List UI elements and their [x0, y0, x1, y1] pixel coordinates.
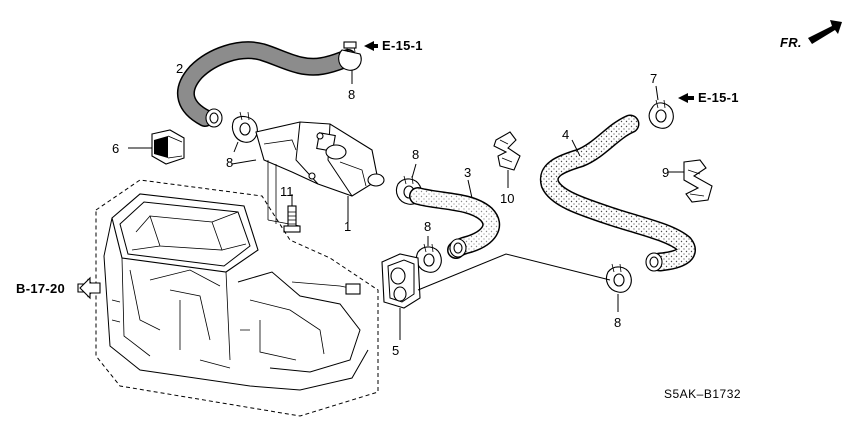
hose-3	[409, 179, 501, 259]
callout-8-hose3: 8	[412, 147, 420, 162]
part-6	[128, 129, 185, 165]
hose-2	[177, 41, 357, 128]
callout-11: 11	[280, 184, 294, 199]
callout-10: 10	[500, 191, 515, 206]
part-10-clip	[493, 131, 521, 188]
part-9-clip	[668, 159, 713, 203]
front-label: FR.	[780, 35, 802, 50]
callout-2: 2	[176, 61, 184, 76]
e15-arrow-top	[364, 41, 378, 51]
callout-3: 3	[464, 165, 472, 180]
callout-8-valve: 8	[226, 155, 234, 170]
callout-8-bottom-right: 8	[614, 315, 622, 330]
bolt-11	[283, 194, 301, 233]
reference-arrow-icon	[77, 276, 101, 300]
callout-7: 7	[650, 71, 658, 86]
heater-valve-1	[231, 121, 385, 227]
e15-arrow-right	[678, 93, 694, 103]
ref-b17: B-17-20	[16, 281, 66, 296]
ref-e15-top: E-15-1	[382, 38, 423, 53]
clamp-8-bottom-right	[605, 263, 632, 312]
callout-5: 5	[392, 343, 400, 358]
heater-unit	[95, 179, 379, 417]
callout-4: 4	[562, 127, 570, 142]
clamp-8-valve	[231, 111, 258, 153]
clamp-7	[648, 85, 674, 129]
clamp-8-lower	[415, 236, 442, 273]
callout-8-lower: 8	[424, 219, 432, 234]
clamp-8-top	[338, 41, 362, 84]
callout-9: 9	[662, 165, 670, 180]
grommet-5	[381, 253, 421, 340]
front-arrow-icon	[808, 20, 842, 44]
callout-1: 1	[344, 219, 352, 234]
callout-6: 6	[112, 141, 120, 156]
diagram-code: S5AK–B1732	[664, 387, 742, 401]
ref-e15-right: E-15-1	[698, 90, 739, 105]
hose-4	[539, 114, 696, 272]
callout-8-top: 8	[348, 87, 356, 102]
